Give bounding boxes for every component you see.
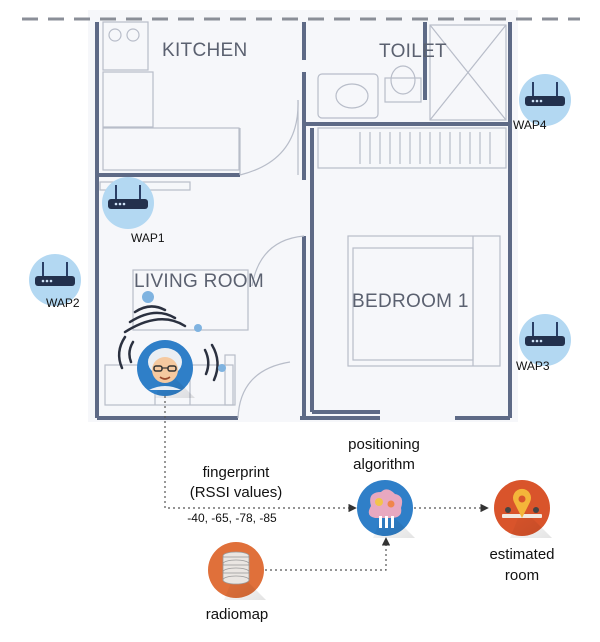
- toilet-label: TOILET: [379, 41, 447, 62]
- user-avatar: [137, 340, 195, 398]
- rssi-values: -40, -65, -78, -85: [187, 511, 277, 525]
- interior-lines: [99, 21, 507, 419]
- signal-dot-icon: [218, 364, 226, 372]
- positioning-label: positioning: [348, 436, 420, 453]
- wap2-label: WAP2: [46, 296, 80, 310]
- wifi-router-icon: [108, 185, 148, 209]
- wap1: [102, 177, 154, 229]
- estimated-room-node: [494, 480, 552, 538]
- wap4-label: WAP4: [513, 118, 547, 132]
- brain-gears-icon: [368, 489, 403, 528]
- wap3-label: WAP3: [516, 359, 550, 373]
- walls: [95, 22, 512, 420]
- wifi-router-icon: [525, 82, 565, 106]
- map-pin-icon: [502, 488, 542, 518]
- wap3: [519, 314, 571, 366]
- radiomap-label: radiomap: [206, 606, 269, 623]
- wifi-router-icon: [35, 262, 75, 286]
- living-room-label: LIVING ROOM: [134, 271, 264, 292]
- wifi-router-icon: [525, 322, 565, 346]
- flow-connectors: [164, 396, 489, 571]
- signal-dot-icon: [194, 324, 202, 332]
- signal-waves: [117, 291, 226, 382]
- wap4: [519, 74, 571, 126]
- radiomap-arrow: [260, 537, 391, 571]
- fingerprint-label: fingerprint: [203, 464, 271, 481]
- estimated-label: estimated: [489, 546, 554, 563]
- positioning-algorithm-node: [357, 480, 415, 538]
- algorithm-label: algorithm: [353, 456, 415, 473]
- room-label: room: [505, 567, 539, 584]
- rssi-label: (RSSI values): [190, 484, 283, 501]
- bedroom-label: BEDROOM 1: [352, 291, 469, 312]
- elderly-person-icon: [148, 348, 182, 390]
- kitchen-label: KITCHEN: [162, 40, 248, 61]
- wap2: [29, 254, 81, 306]
- fingerprint-arrow: [164, 396, 357, 513]
- database-icon: [222, 551, 250, 585]
- radiomap-node: [208, 542, 266, 600]
- signal-dot-icon: [142, 291, 154, 303]
- wap1-label: WAP1: [131, 231, 165, 245]
